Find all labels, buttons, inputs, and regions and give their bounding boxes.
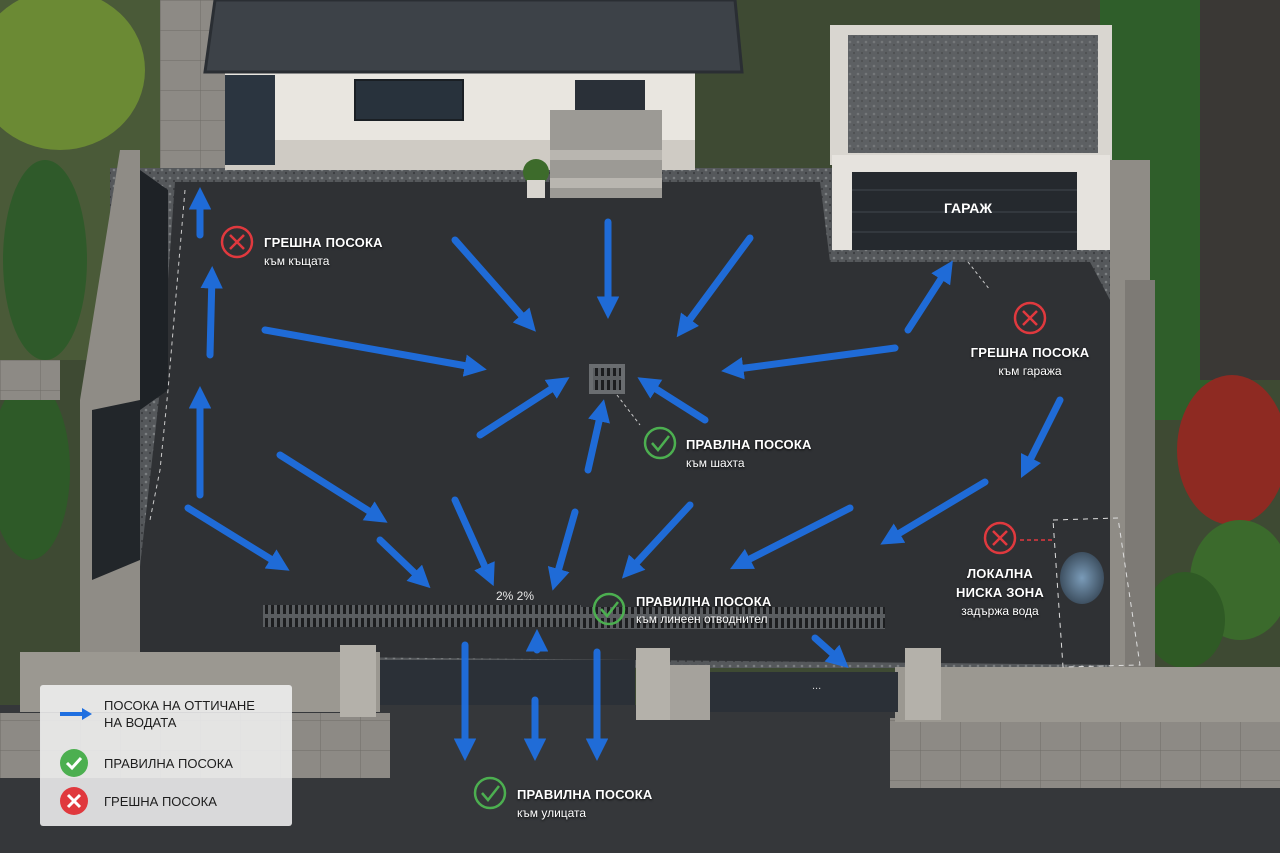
gate-right — [708, 672, 898, 712]
arrow-to-drain-8 — [637, 377, 709, 424]
label-sub: към шахта — [686, 456, 745, 470]
gate-marking: ... — [812, 680, 821, 692]
gate-left — [380, 660, 635, 705]
legend-flow: ПОСОКА НА ОТТИЧАНЕ НА ВОДАТА — [58, 697, 255, 731]
house-roof — [205, 0, 742, 72]
x-circle-icon — [983, 521, 1017, 555]
label-wrong-garage: ГРЕШНА ПОСОКА към гаража — [955, 345, 1105, 378]
x-circle-icon — [1013, 301, 1047, 335]
arrow-to-linear-8 — [184, 504, 290, 571]
label-correct-linear: ПРАВИЛНА ПОСОКА към линеен отводнител — [636, 594, 771, 626]
red-shrub — [1177, 375, 1280, 525]
x-circle-icon — [220, 225, 254, 259]
puddle — [1060, 552, 1104, 604]
low-zone-outline — [1052, 517, 1141, 668]
arrow-to-drain-3 — [676, 234, 754, 338]
arrow-to-linear-1 — [880, 478, 989, 545]
slope-marking: 2% 2% — [496, 589, 534, 603]
label-sub: към улицата — [517, 806, 587, 820]
arrow-right-icon — [60, 708, 92, 720]
legend-wrong: ГРЕШНА ПОСОКА — [58, 785, 217, 817]
label-sub: към къщата — [264, 254, 330, 268]
arrow-to-drain-4 — [261, 326, 487, 377]
arrow-to-linear-3 — [621, 501, 694, 579]
legend-wrong-label: ГРЕШНА ПОСОКА — [104, 793, 217, 809]
plant-pot — [523, 159, 549, 185]
label-correct-street: ПРАВИЛНА ПОСОКА към улицата — [517, 787, 652, 820]
legend-correct: ПРАВИЛНА ПОСОКА — [58, 747, 233, 779]
x-circle-icon — [60, 787, 88, 815]
label-wrong-house: ГРЕШНА ПОСОКА към къщата — [264, 235, 383, 268]
arrow-to-linear-4 — [547, 508, 579, 591]
label-title: ПРАВИЛНА ПОСОКА — [636, 594, 772, 609]
label-low-zone: ЛОКАЛНА НИСКА ЗОНА задържа вода — [940, 566, 1060, 618]
arrow-right-down — [1020, 396, 1064, 479]
arrow-to-drain-5 — [721, 344, 899, 380]
label-sub: задържа вода — [961, 604, 1039, 618]
label-title: ГРЕШНА ПОСОКА — [970, 345, 1090, 360]
arrow-to-gate — [811, 634, 849, 668]
legend: ПОСОКА НА ОТТИЧАНЕ НА ВОДАТА ПРАВИЛНА ПО… — [40, 685, 292, 826]
sidewalk-right — [890, 718, 1280, 788]
linear-drain-right — [580, 607, 885, 629]
label-correct-drain: ПРАВЛНА ПОСОКА към шахта — [686, 437, 812, 470]
hedge-left — [3, 160, 87, 360]
arrow-to-linear-5 — [451, 496, 495, 587]
front-wall-right — [895, 667, 1280, 722]
label-title-2: НИСКА ЗОНА — [956, 585, 1044, 600]
label-title: ПРАВИЛНА ПОСОКА — [517, 787, 653, 802]
label-title: ПРАВЛНА ПОСОКА — [686, 437, 812, 452]
arrow-to-garage — [904, 260, 953, 334]
arrow-to-linear-6 — [376, 536, 431, 589]
arrow-to-drain-6 — [476, 377, 570, 439]
arrow-to-drain-1 — [451, 236, 536, 332]
garage-label: ГАРАЖ — [944, 200, 993, 216]
label-sub: към линеен отводнител — [636, 612, 768, 626]
house — [203, 0, 744, 198]
check-circle-icon — [643, 426, 677, 460]
label-title-1: ЛОКАЛНА — [966, 566, 1033, 581]
garage — [830, 25, 1112, 250]
legend-flow-line2: НА ВОДАТА — [104, 715, 177, 730]
arrow-to-linear-7 — [276, 451, 388, 523]
label-sub: към гаража — [998, 364, 1062, 378]
tree — [0, 0, 145, 150]
legend-flow-line1: ПОСОКА НА ОТТИЧАНЕ — [104, 698, 255, 713]
check-circle-icon — [473, 776, 507, 810]
check-circle-icon — [592, 592, 626, 626]
arrow-to-house-2 — [200, 266, 223, 359]
flow-arrows — [184, 187, 1064, 761]
linear-drain-left — [263, 605, 581, 627]
check-circle-icon — [60, 749, 88, 777]
arrow-to-linear-2 — [730, 504, 854, 570]
shrub-left — [0, 380, 70, 560]
arrow-to-drain-7 — [584, 399, 610, 474]
legend-correct-label: ПРАВИЛНА ПОСОКА — [104, 755, 233, 771]
label-title: ГРЕШНА ПОСОКА — [264, 235, 383, 250]
